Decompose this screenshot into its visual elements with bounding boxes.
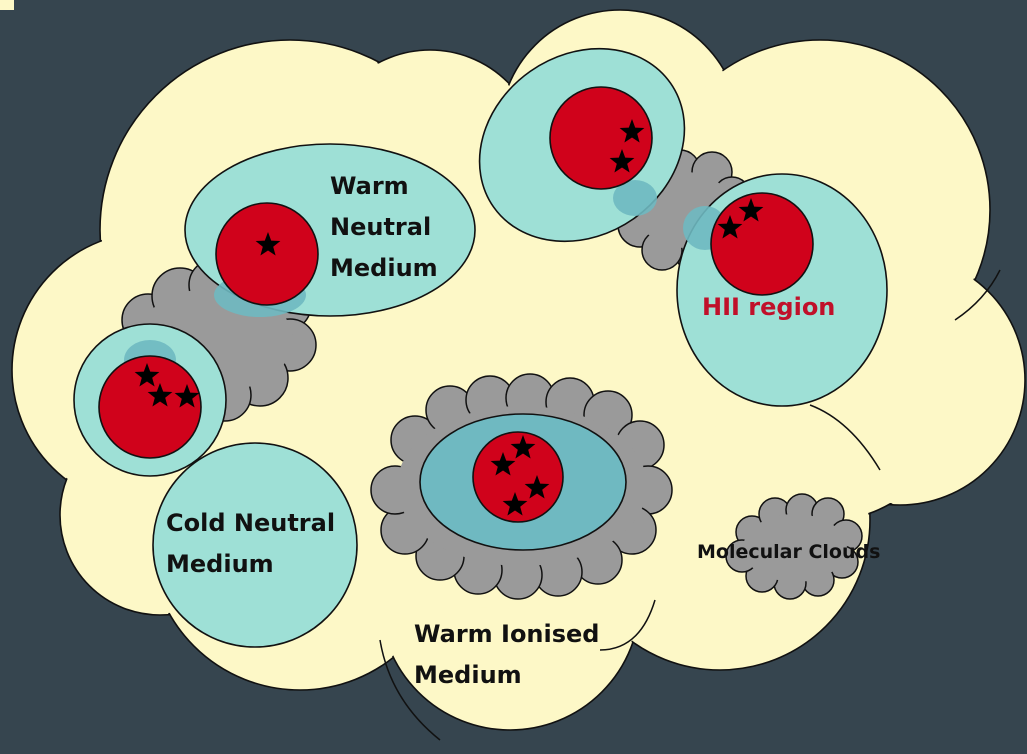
warm-neutral-label-line3: Medium bbox=[330, 254, 438, 282]
hii-region-label: HII region bbox=[702, 293, 835, 321]
cold-neutral-label-line1: Cold Neutral bbox=[166, 509, 335, 537]
molecular-clouds-label: Molecular Clouds bbox=[697, 541, 880, 563]
cold-neutral-label-line2: Medium bbox=[166, 550, 274, 578]
corner-fragment bbox=[0, 0, 14, 10]
warm-neutral-label-line1: Warm bbox=[330, 172, 409, 200]
warm-neutral-label-line2: Neutral bbox=[330, 213, 431, 241]
hii-region-4 bbox=[711, 193, 813, 295]
hii-region-1 bbox=[216, 203, 318, 305]
cold-neutral-medium-bottom bbox=[153, 443, 357, 647]
warm-ionised-label-line1: Warm Ionised bbox=[414, 620, 599, 648]
warm-ionised-label-line2: Medium bbox=[414, 661, 522, 689]
